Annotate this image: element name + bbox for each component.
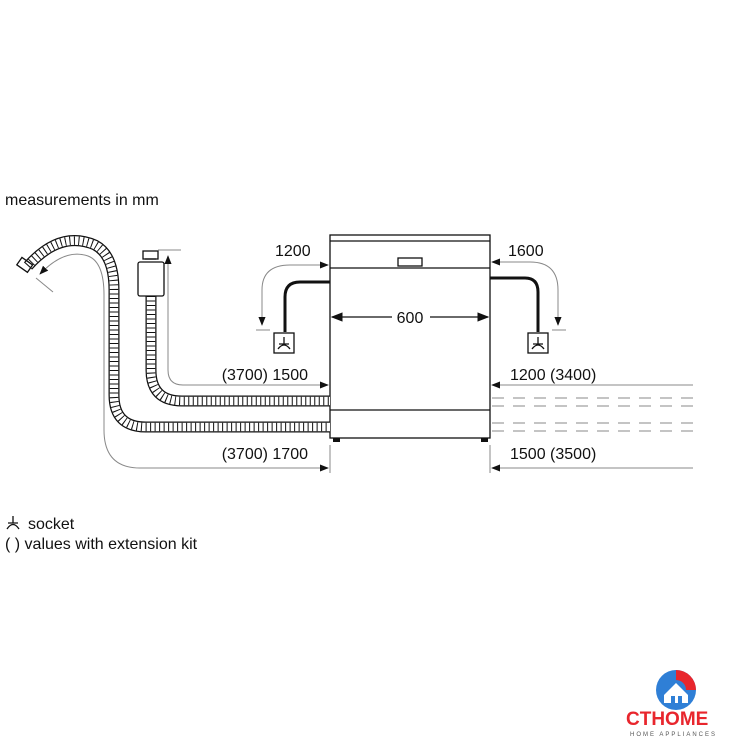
drain-right-dimension: 1200 (3400)	[491, 367, 693, 389]
display-panel	[397, 257, 423, 267]
dishwasher-front	[329, 234, 491, 442]
power-cord-left: 1200	[256, 243, 330, 354]
inlet-left-label: (3700) 1700	[222, 446, 308, 463]
extension-dashed-lines	[492, 397, 693, 432]
cthome-logo: CTHOME HOME APPLIANCES	[626, 670, 717, 738]
socket-icon	[527, 332, 549, 354]
inlet-right-dimension: 1500 (3500)	[491, 446, 693, 472]
socket-icon	[273, 332, 295, 354]
drain-left-dimension: (3700) 1500	[158, 249, 329, 389]
legend: socket ( ) values with extension kit	[5, 516, 198, 553]
logo-brand: CTHOME	[626, 709, 708, 730]
inlet-right-label: 1500 (3500)	[510, 446, 596, 463]
measurements-note: measurements in mm	[5, 192, 159, 209]
inlet-left-dimension: (3700) 1700	[35, 253, 329, 472]
foot-left	[333, 438, 340, 442]
drain-right-label: 1200 (3400)	[510, 367, 596, 384]
drain-left-label: (3700) 1500	[222, 367, 308, 384]
legend-extension: ( ) values with extension kit	[5, 536, 198, 553]
power-cord-right: 1600	[490, 243, 566, 354]
width-dimension: 600	[330, 310, 490, 327]
width-label: 600	[397, 310, 424, 327]
legend-socket: socket	[28, 516, 75, 533]
power-left-label: 1200	[275, 243, 311, 260]
logo-tagline: HOME APPLIANCES	[630, 732, 717, 738]
socket-icon	[6, 516, 20, 530]
power-right-label: 1600	[508, 243, 544, 260]
foot-right	[481, 438, 488, 442]
